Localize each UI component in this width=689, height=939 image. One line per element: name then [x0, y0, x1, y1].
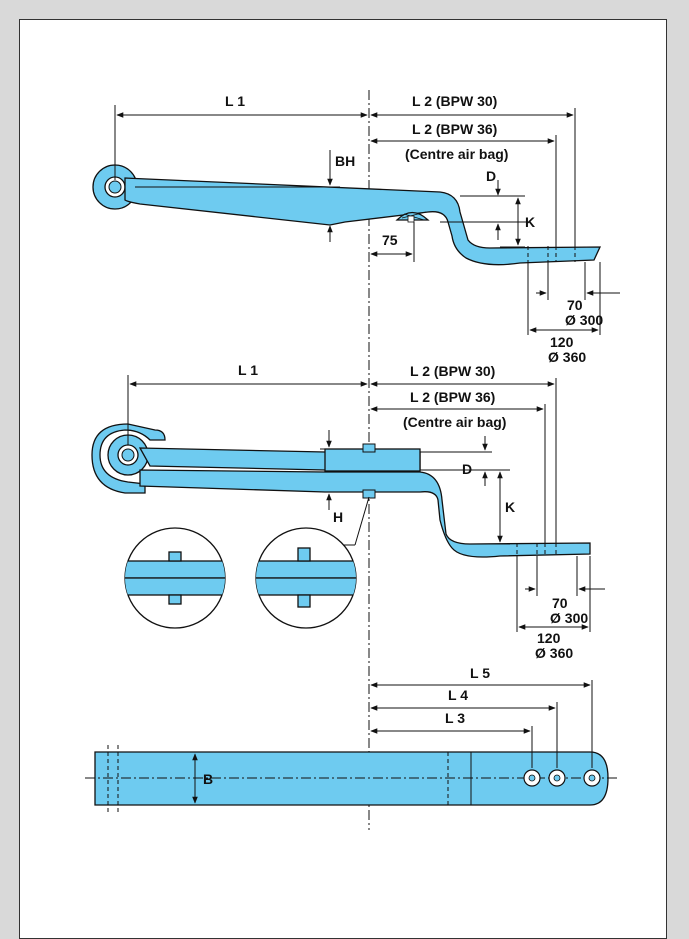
detail-circle-left — [124, 527, 226, 629]
top-dia360-label: Ø 360 — [548, 349, 586, 365]
top-l1-label: L 1 — [225, 93, 245, 109]
middle-k-label: K — [505, 499, 515, 515]
middle-l1-label: L 1 — [238, 362, 258, 378]
bottom-b-label: B — [203, 771, 213, 787]
top-l2-bpw36-label: L 2 (BPW 36) — [412, 121, 497, 137]
middle-dia360-label: Ø 360 — [535, 645, 573, 661]
top-75-label: 75 — [382, 232, 398, 248]
top-k-label: K — [525, 214, 535, 230]
middle-spring-leaf — [139, 469, 591, 558]
top-120-label: 120 — [550, 334, 574, 350]
middle-spring-eye-wrap — [91, 423, 166, 494]
middle-dia300-label: Ø 300 — [550, 610, 588, 626]
top-spring-view: L 1 L 2 (BPW 30) L 2 (BPW 36) (Centre ai… — [92, 93, 620, 365]
middle-l2-bpw36-label: L 2 (BPW 36) — [410, 389, 495, 405]
top-l2-bpw30-label: L 2 (BPW 30) — [412, 93, 497, 109]
top-spring-leaf — [124, 177, 602, 266]
top-centre-air-bag-label: (Centre air bag) — [405, 146, 508, 162]
middle-centre-air-bag-label: (Centre air bag) — [403, 414, 506, 430]
top-d-label: D — [486, 168, 496, 184]
top-bh-label: BH — [335, 153, 355, 169]
middle-120-label: 120 — [537, 630, 561, 646]
bottom-plan-view: L 5 L 4 L 3 B — [85, 665, 620, 812]
middle-d-label: D — [462, 461, 472, 477]
bottom-l4-label: L 4 — [448, 687, 468, 703]
detail-circle-right — [255, 527, 357, 629]
top-dia300-label: Ø 300 — [565, 312, 603, 328]
top-70-label: 70 — [567, 297, 583, 313]
middle-spring-view: L 1 L 2 (BPW 30) L 2 (BPW 36) (Centre ai… — [91, 362, 605, 661]
middle-70-label: 70 — [552, 595, 568, 611]
middle-l2-bpw30-label: L 2 (BPW 30) — [410, 363, 495, 379]
middle-h-label: H — [333, 509, 343, 525]
bottom-l5-label: L 5 — [470, 665, 490, 681]
bottom-l3-label: L 3 — [445, 710, 465, 726]
